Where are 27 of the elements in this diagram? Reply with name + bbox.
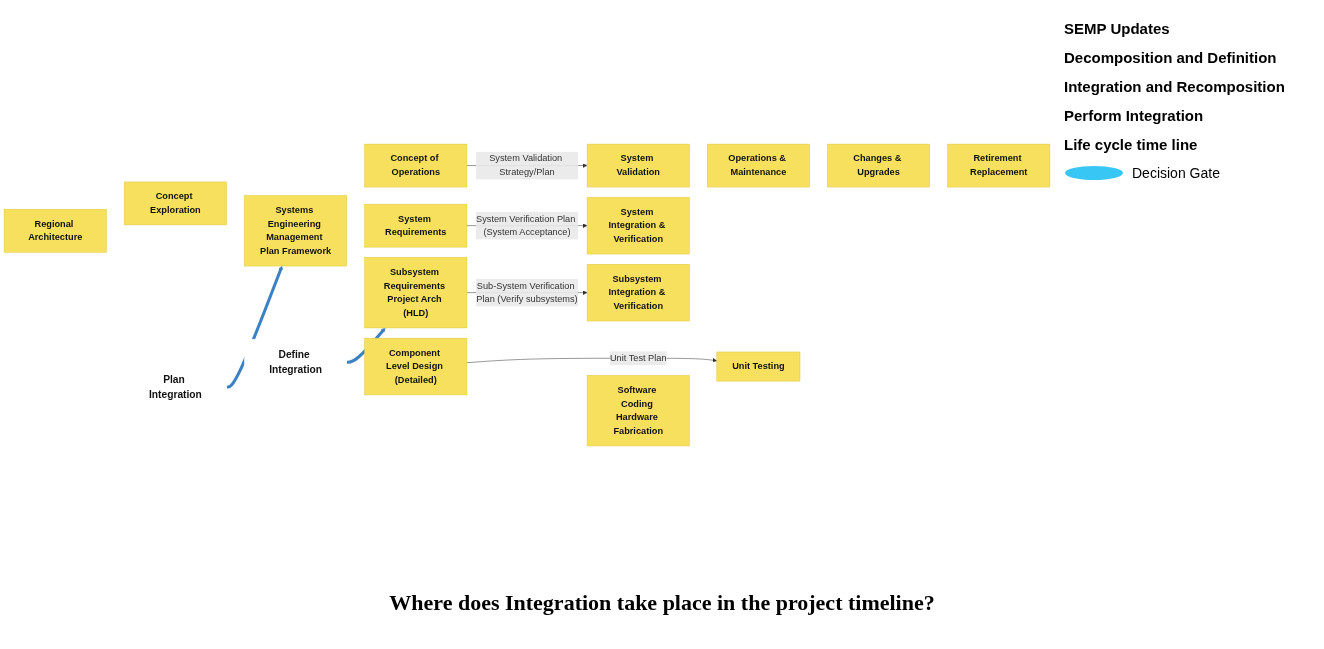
node-box: Regional Architecture	[3, 209, 107, 253]
node-box: System Requirements	[364, 203, 468, 248]
node-box: Systems Engineering Management Plan Framework	[244, 195, 347, 267]
node-box: Component Level Design (Detailed)	[364, 337, 468, 396]
legend-label: Decision Gate	[1132, 165, 1220, 181]
node-box: Changes & Upgrades	[827, 143, 930, 188]
edge-label: System Verification Plan (System Acceptance)	[476, 213, 576, 238]
node-box: Software Coding Hardware Fabrication	[586, 375, 690, 447]
edge-label: Sub-System Verification Plan (Verify subsystems)	[476, 280, 578, 305]
annotation-text: Integration and Recomposition	[1064, 78, 1286, 95]
node-box: Retirement Replacement	[947, 143, 1051, 188]
node-box: Subsystem Integration & Verification	[586, 264, 690, 322]
node-box: Subsystem Requirements Project Arch (HLD)	[364, 257, 468, 329]
annotation-text: Decomposition and Definition	[1064, 49, 1278, 66]
node-text: Plan Integration	[148, 373, 202, 401]
node-box: Unit Testing	[716, 351, 801, 382]
node-box: System Integration & Verification	[586, 197, 690, 255]
node-box: Concept Exploration	[124, 181, 227, 226]
node-box: Operations & Maintenance	[707, 143, 810, 188]
annotation-text: Life cycle time line	[1064, 136, 1199, 153]
node-box: System Validation	[586, 143, 690, 188]
caption: Where does Integration take place in the project timeline?	[388, 590, 936, 616]
node-box: Concept of Operations	[364, 143, 468, 188]
edge-label: Unit Test Plan	[609, 352, 667, 364]
edge-label: System Validation Strategy/Plan	[489, 153, 563, 178]
annotation-text: SEMP Updates	[1064, 20, 1171, 37]
annotation-text: Perform Integration	[1064, 107, 1205, 124]
